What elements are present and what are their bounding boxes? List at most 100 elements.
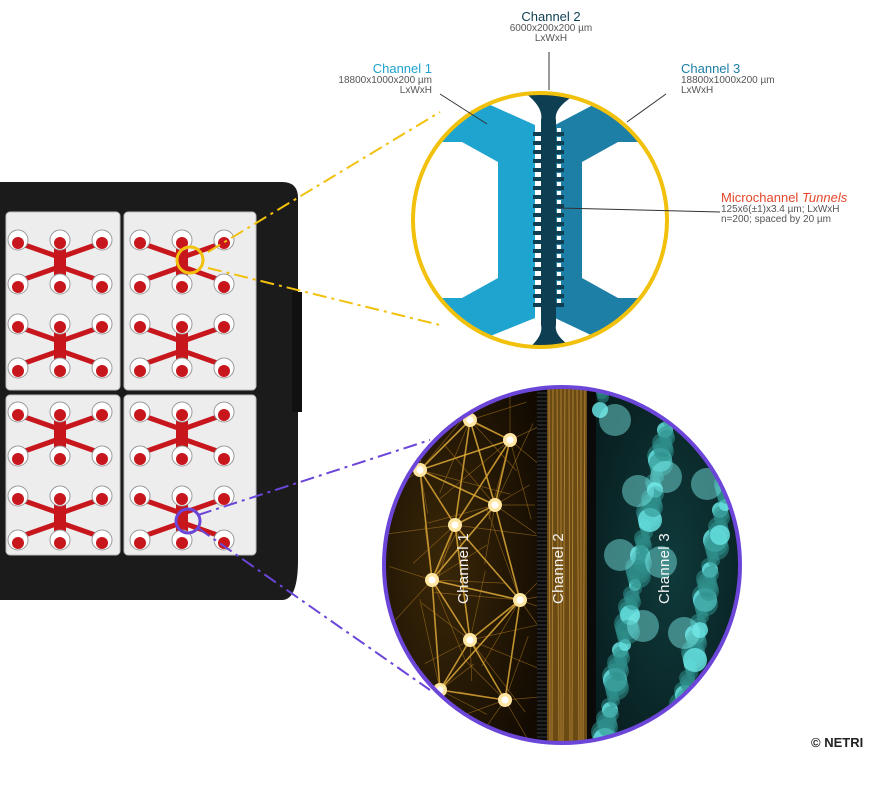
tunnel-gap <box>536 254 540 258</box>
axon <box>419 469 433 581</box>
chip-channel <box>183 521 223 539</box>
neuron-core <box>428 576 436 584</box>
channel-2-label: Channel 2 6000x200x200 µm LxWxH <box>510 10 593 45</box>
chip <box>129 401 235 467</box>
tunnels-title-italic: Tunnels <box>801 190 848 205</box>
cell <box>731 409 740 429</box>
chip-well-fill <box>96 537 108 549</box>
cell <box>674 719 686 731</box>
chip-well-fill <box>96 365 108 377</box>
tunnel <box>533 294 564 298</box>
top-zoom-circle <box>411 52 721 349</box>
neurite <box>412 524 456 564</box>
neuron-core <box>506 436 514 444</box>
chip-grid <box>5 211 257 556</box>
tunnel-gap <box>557 173 561 177</box>
chip-channel <box>19 437 59 455</box>
tunnel-gap <box>536 137 540 141</box>
tunnel-gap <box>557 236 561 240</box>
fibre <box>568 387 571 743</box>
cell <box>643 497 663 517</box>
cell <box>736 398 740 414</box>
neuron-core <box>501 696 509 704</box>
neurite <box>427 504 496 524</box>
cell <box>721 469 740 489</box>
cell <box>719 461 739 481</box>
chip-channel <box>19 521 59 539</box>
chip <box>7 313 113 379</box>
tunnel-gap <box>557 281 561 285</box>
chip-channel <box>183 241 223 259</box>
tunnel-gap <box>557 137 561 141</box>
cell <box>632 553 652 573</box>
channel-2-title: Channel 2 <box>521 9 581 24</box>
chip-well-fill <box>134 365 146 377</box>
neuron-core <box>416 466 424 474</box>
fibre <box>556 387 560 743</box>
cell <box>670 734 686 743</box>
chip-well-fill <box>54 409 66 421</box>
tunnel <box>533 213 564 217</box>
chip-well-fill <box>218 409 230 421</box>
neurite <box>431 579 465 659</box>
cell <box>663 387 683 397</box>
chip-well-fill <box>96 281 108 293</box>
leader-lines <box>439 52 721 213</box>
channel-divider-right <box>587 387 596 743</box>
chip-channel <box>141 437 181 455</box>
chip-panel <box>123 211 257 391</box>
tunnel-gap <box>536 164 540 168</box>
chip-well-fill <box>54 321 66 333</box>
cell <box>669 730 685 743</box>
chip-channel <box>141 413 181 431</box>
chip-channel <box>19 325 59 343</box>
chip-channel <box>183 413 223 431</box>
tunnel <box>533 159 564 163</box>
neurite <box>509 439 532 520</box>
neurite <box>424 639 471 664</box>
chip-well-fill <box>218 493 230 505</box>
chip-well-fill <box>12 321 24 333</box>
neurite <box>395 689 441 743</box>
channel-1-order: LxWxH <box>399 85 432 97</box>
axon <box>469 419 496 506</box>
plate-notch <box>292 292 302 412</box>
tunnel-gap <box>557 290 561 294</box>
tunnel <box>533 186 564 190</box>
chip-channel <box>61 241 101 259</box>
axon <box>431 504 496 581</box>
chip-well-fill <box>218 453 230 465</box>
cell <box>735 394 740 410</box>
top-connector-lower <box>207 267 441 326</box>
chip-channel <box>61 265 101 283</box>
cell <box>724 450 740 466</box>
neurite <box>386 387 471 421</box>
chip-panel <box>5 394 121 556</box>
neurite <box>431 522 463 581</box>
tunnel-gap <box>557 209 561 213</box>
cell <box>728 435 740 447</box>
chip <box>7 401 113 467</box>
chip-well-fill <box>134 281 146 293</box>
cell <box>730 405 740 425</box>
cell <box>605 676 629 700</box>
chip-channel <box>61 349 101 367</box>
neurite <box>419 469 511 495</box>
chip-well-fill <box>134 321 146 333</box>
chip-well-fill <box>176 237 188 249</box>
tunnel <box>533 249 564 253</box>
tunnel-gap <box>557 227 561 231</box>
cell <box>614 650 630 666</box>
tunnel <box>533 240 564 244</box>
chip-channel <box>19 413 59 431</box>
microplate <box>0 182 302 600</box>
cell <box>726 420 740 444</box>
cell <box>714 510 730 526</box>
axon <box>439 639 471 691</box>
tunnel-gap <box>557 254 561 258</box>
fibre <box>548 387 551 743</box>
chip-channel <box>61 413 101 431</box>
tunnel <box>533 141 564 145</box>
neurite <box>469 639 526 713</box>
chip-channel <box>183 325 223 343</box>
